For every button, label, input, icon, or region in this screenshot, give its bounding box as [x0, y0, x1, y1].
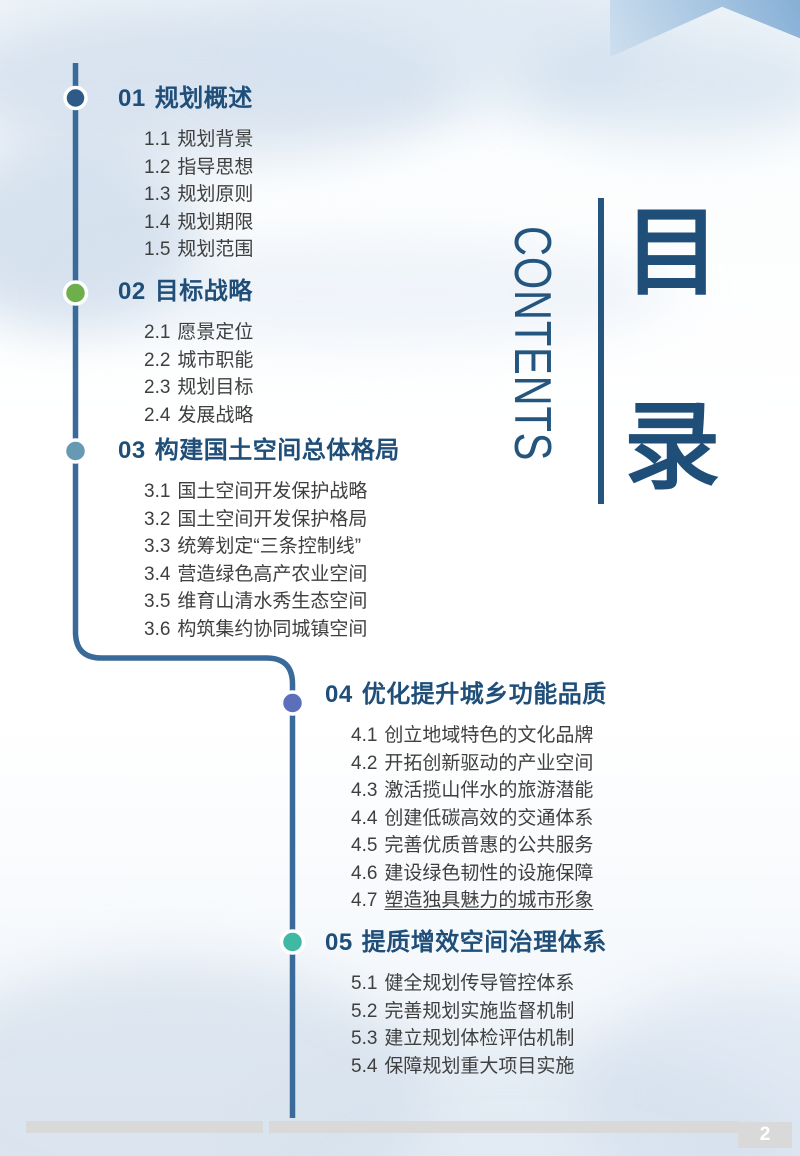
timeline-dot-03	[62, 438, 89, 464]
page-number-badge: 2	[738, 1122, 792, 1148]
section-number: 01	[118, 85, 146, 112]
contents-english-title: CONTENTS	[503, 226, 561, 462]
section-number: 03	[118, 437, 146, 464]
cloud-background	[520, 30, 800, 140]
section-title: 提质增效空间治理体系	[361, 929, 607, 956]
section-number: 05	[325, 929, 353, 956]
title-divider-line	[598, 198, 604, 504]
cloud-background	[60, 238, 680, 348]
section-number: 04	[325, 681, 353, 708]
section-title: 规划概述	[154, 85, 253, 112]
timeline-dot-04	[279, 690, 306, 716]
timeline-dot-05	[279, 929, 306, 955]
section-05-heading: 05 提质增效空间治理体系	[325, 929, 607, 957]
section-02-heading: 02 目标战略	[118, 278, 253, 306]
timeline-dot-02	[62, 280, 89, 306]
section-number: 02	[118, 278, 146, 305]
page-title: 目 录	[624, 206, 720, 496]
section-title: 构建国土空间总体格局	[154, 437, 400, 464]
footer-bar-left	[26, 1121, 263, 1133]
title-char-mu: 目	[624, 200, 720, 307]
section-title: 目标战略	[154, 278, 253, 305]
footer-bar-right	[269, 1121, 738, 1133]
section-title: 优化提升城乡功能品质	[361, 681, 607, 708]
section-01-heading: 01 规划概述	[118, 85, 253, 113]
title-char-lu: 录	[624, 394, 720, 501]
timeline-line	[72, 63, 296, 1118]
section-04-heading: 04 优化提升城乡功能品质	[325, 681, 607, 709]
page-number: 2	[759, 1124, 771, 1145]
section-03-heading: 03 构建国土空间总体格局	[118, 437, 400, 465]
timeline-dot-01	[63, 85, 88, 111]
